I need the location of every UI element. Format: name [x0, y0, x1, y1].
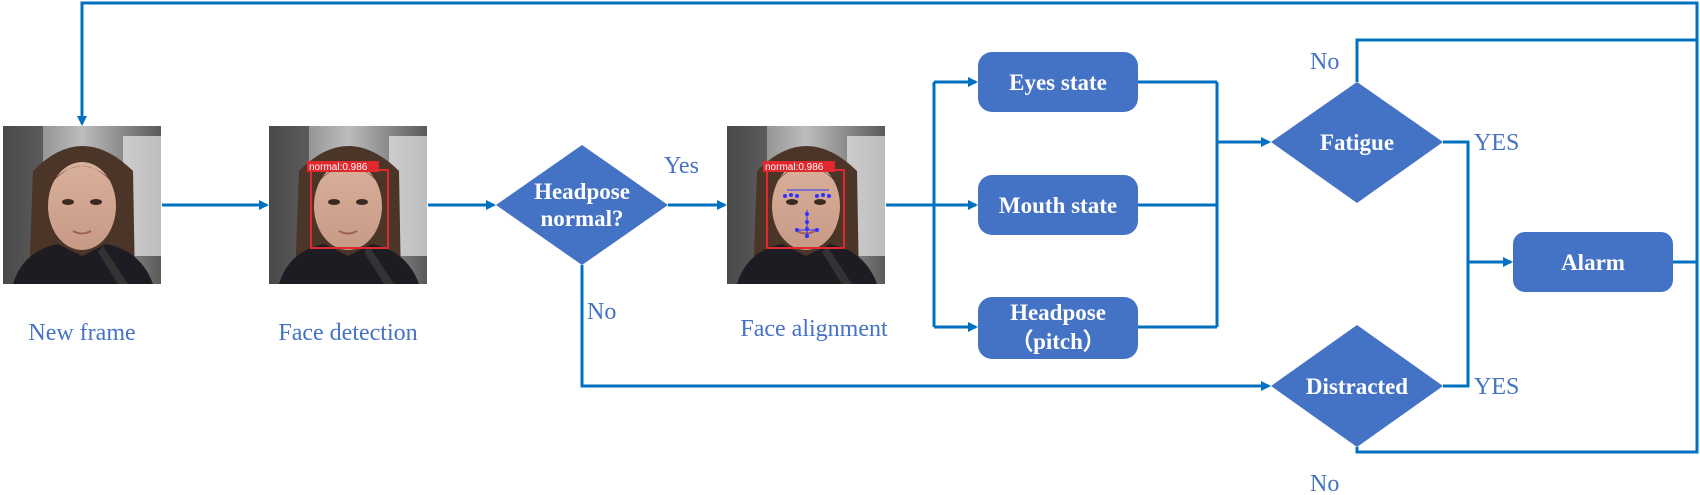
new-frame-image: [2, 125, 162, 285]
face-alignment-label: Face alignment: [740, 316, 888, 342]
distracted-yes-label: YES: [1474, 374, 1519, 400]
distracted-text: Distracted: [1306, 374, 1408, 399]
fatigue-no-label: No: [1310, 49, 1339, 75]
detection-score-text: normal:0.986: [309, 162, 368, 173]
eyes-state-text: Eyes state: [1009, 70, 1107, 95]
face-detection-image: normal:0.986: [268, 125, 428, 285]
headpose-pitch-line1: Headpose: [1010, 300, 1106, 325]
headpose-pitch-box: Headpose （pitch）: [978, 297, 1138, 359]
fatigue-diamond: Fatigue: [1271, 82, 1443, 203]
distracted-diamond: Distracted: [1271, 325, 1443, 447]
headpose-pitch-line2: （pitch）: [1010, 328, 1106, 354]
mouth-state-box: Mouth state: [978, 175, 1138, 235]
eyes-state-box: Eyes state: [978, 52, 1138, 112]
distracted-no-label: No: [1310, 471, 1339, 495]
headpose-yes-label: Yes: [664, 153, 699, 179]
mouth-state-text: Mouth state: [999, 193, 1117, 218]
fatigue-text: Fatigue: [1320, 130, 1394, 155]
flow-arrows: [77, 1, 1699, 454]
headpose-normal-line2: normal?: [540, 206, 623, 231]
headpose-normal-line1: Headpose: [534, 179, 630, 204]
headpose-normal-diamond: Headpose normal?: [496, 145, 668, 265]
alarm-text: Alarm: [1561, 250, 1625, 275]
headpose-no-label: No: [587, 299, 616, 325]
alarm-box: Alarm: [1513, 232, 1673, 292]
fatigue-yes-label: YES: [1474, 130, 1519, 156]
alignment-score-text: normal:0.986: [765, 162, 824, 173]
new-frame-label: New frame: [28, 320, 135, 346]
face-alignment-image: normal:0.986: [726, 125, 886, 285]
face-detection-label: Face detection: [278, 320, 417, 346]
